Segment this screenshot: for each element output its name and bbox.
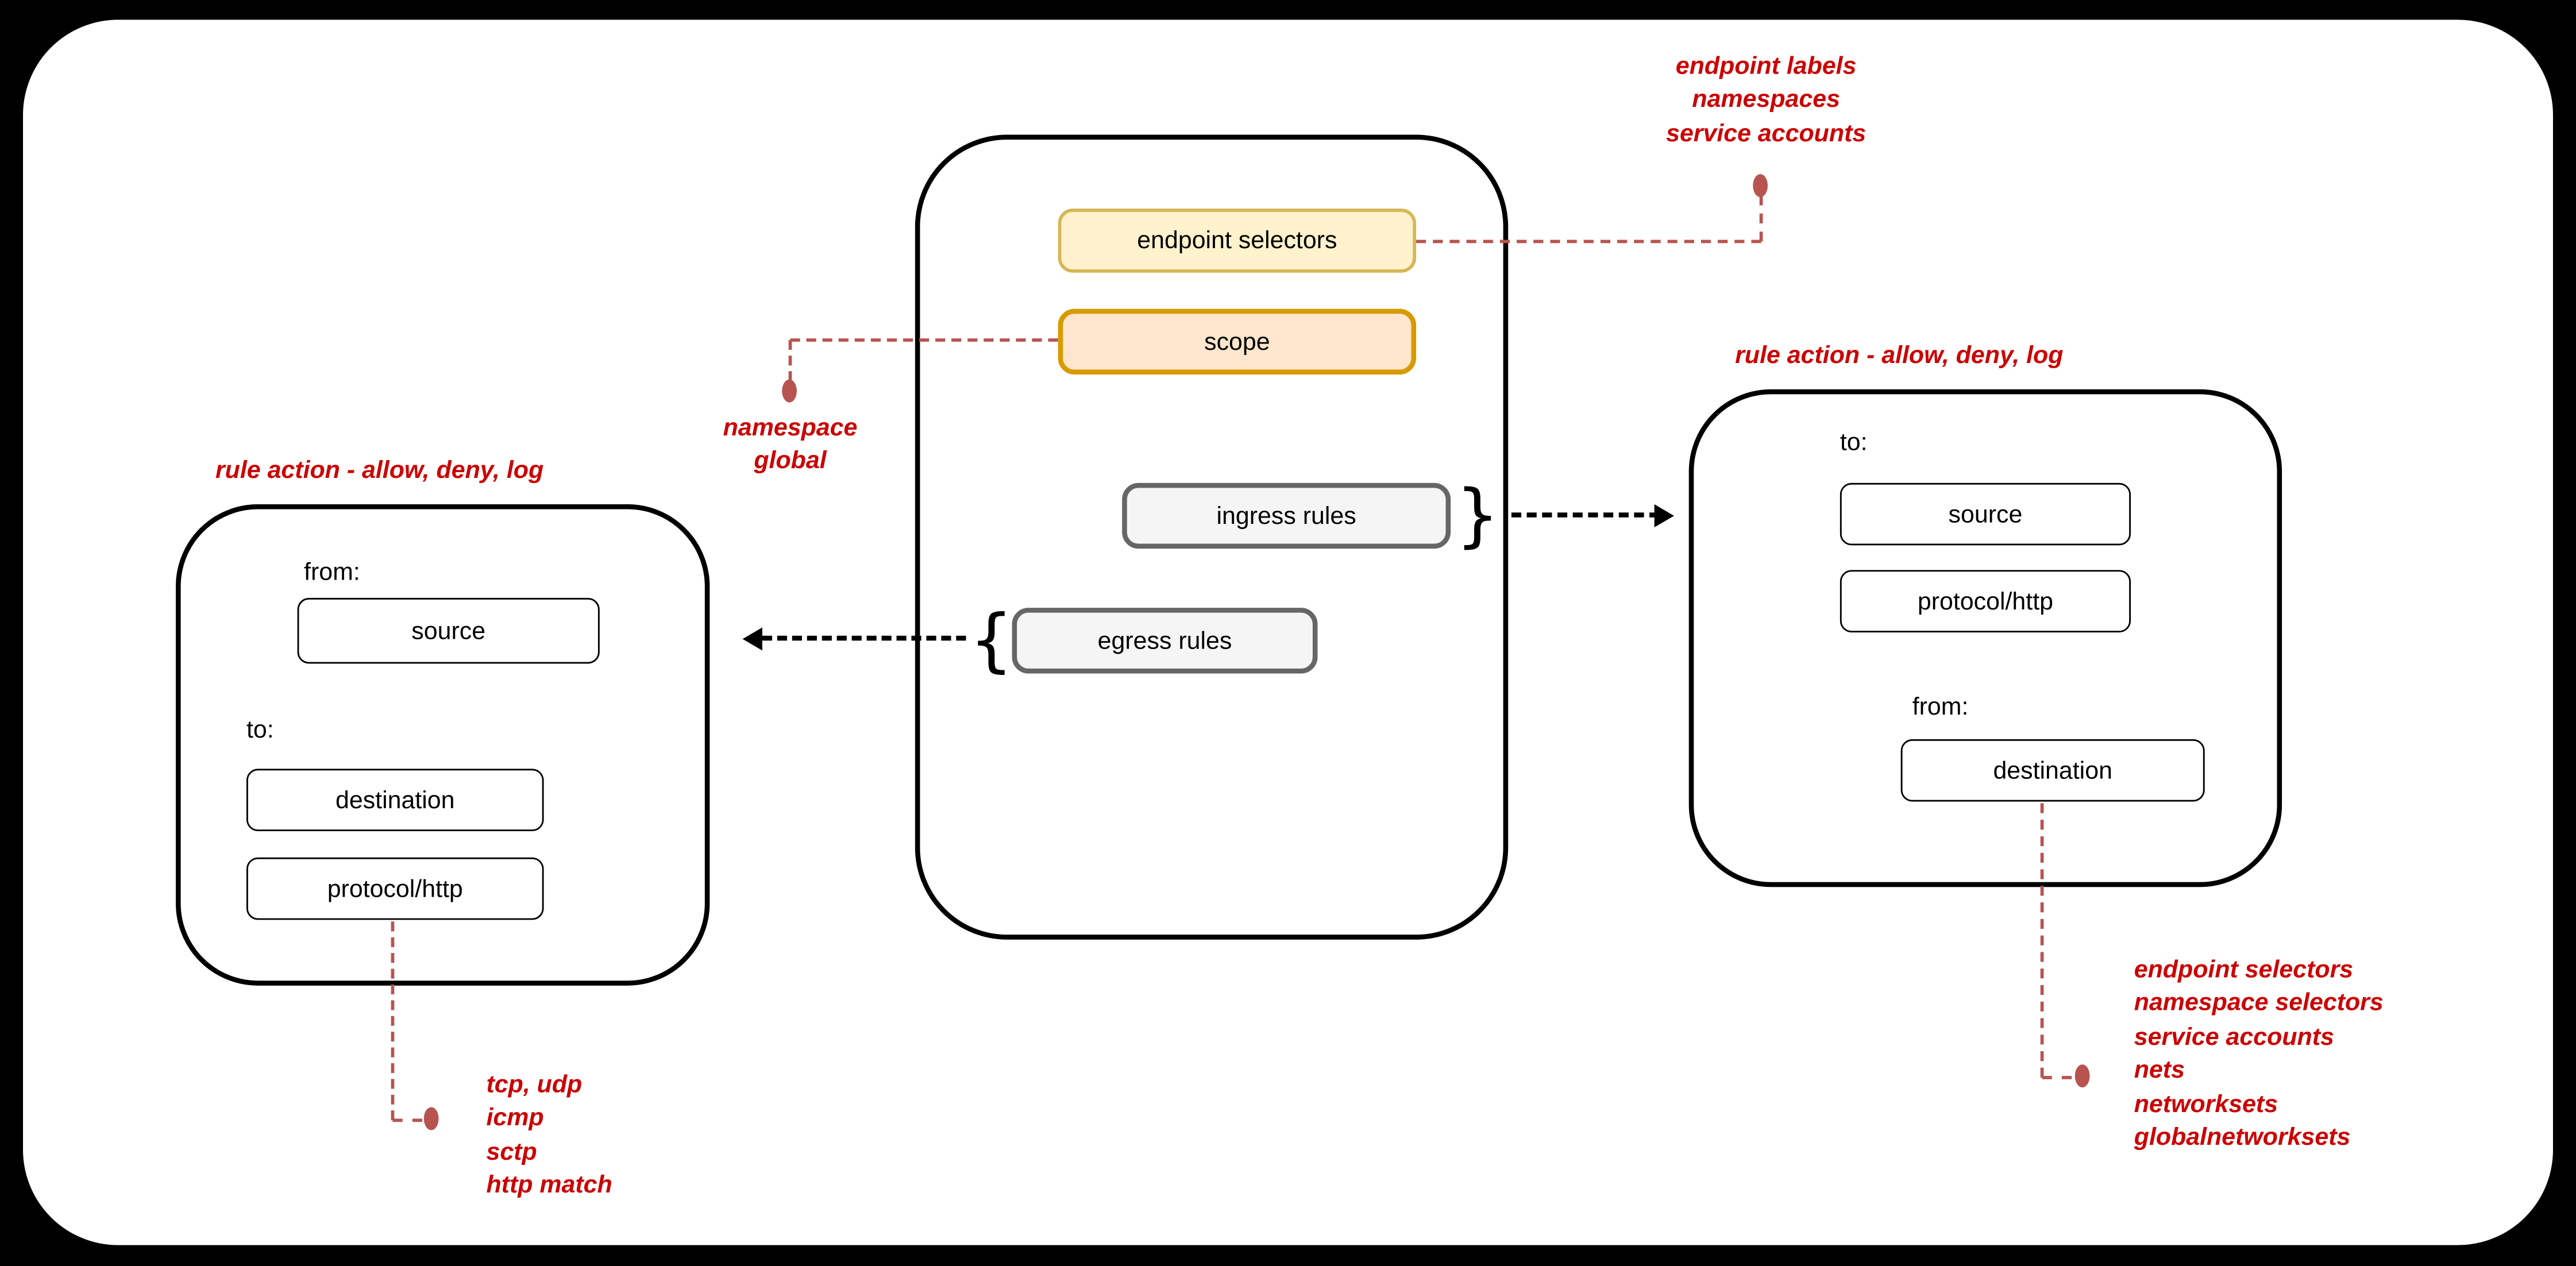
left-protocol-node: protocol/http <box>246 857 544 920</box>
destination-note: endpoint selectors namespace selectors s… <box>2134 954 2384 1155</box>
ingress-arrow-line <box>1511 512 1660 518</box>
destination-note-line: nets <box>2134 1056 2185 1085</box>
right-destination-node: destination <box>1900 739 2205 802</box>
destination-note-connector-h <box>2042 1076 2072 1079</box>
destination-note-dot-icon <box>2074 1064 2090 1088</box>
scope-note-dot-icon <box>782 379 797 403</box>
endpoint-selectors-node: endpoint selectors <box>1058 209 1417 273</box>
arrowhead-right-icon <box>1654 504 1675 527</box>
destination-note-line: endpoint selectors <box>2134 956 2354 984</box>
scope-note-connector-v <box>788 339 792 381</box>
protocol-note-line: icmp <box>486 1104 544 1133</box>
scope-note-connector-h <box>790 338 1058 342</box>
protocol-note-connector-h <box>392 1118 422 1122</box>
right-from-label: from: <box>1912 693 1969 721</box>
left-destination-label: destination <box>336 786 455 814</box>
left-source-label: source <box>411 616 486 645</box>
ingress-rule-container <box>1688 389 2282 887</box>
right-rule-title: rule action - allow, deny, log <box>1735 341 2064 370</box>
egress-rules-label: egress rules <box>1097 626 1232 655</box>
destination-note-line: namespace selectors <box>2134 989 2384 1018</box>
left-source-node: source <box>297 597 600 664</box>
endpoint-note-dot-icon <box>1753 174 1768 198</box>
destination-note-line: networksets <box>2134 1090 2278 1118</box>
endpoint-note-connector-v <box>1759 195 1763 242</box>
scope-note-line: namespace <box>723 414 858 442</box>
endpoint-note-line: service accounts <box>1666 119 1867 148</box>
endpoint-selectors-label: endpoint selectors <box>1137 226 1337 255</box>
scope-note: namespace global <box>695 412 886 480</box>
right-protocol-node: protocol/http <box>1840 570 2131 632</box>
protocol-note-line: tcp, udp <box>486 1071 583 1099</box>
left-protocol-label: protocol/http <box>327 874 463 903</box>
right-destination-label: destination <box>1993 756 2112 785</box>
ingress-rules-label: ingress rules <box>1216 501 1356 530</box>
egress-arrow-line <box>762 635 966 641</box>
scope-note-line: global <box>754 447 827 476</box>
right-source-label: source <box>1948 500 2023 528</box>
arrowhead-left-icon <box>742 627 762 651</box>
protocol-note-connector-v <box>391 921 395 1121</box>
egress-brace: { <box>969 599 1013 680</box>
scope-node: scope <box>1058 308 1417 375</box>
destination-note-connector-v <box>2040 803 2044 1078</box>
endpoint-note-line: endpoint labels <box>1675 52 1857 81</box>
scope-label: scope <box>1204 327 1270 356</box>
ingress-brace: } <box>1455 474 1500 555</box>
left-rule-title: rule action - allow, deny, log <box>215 456 544 485</box>
right-to-label: to: <box>1840 429 1868 457</box>
endpoint-note-line: namespaces <box>1692 86 1840 114</box>
protocol-note-dot-icon <box>423 1107 439 1130</box>
right-source-node: source <box>1840 483 2131 546</box>
protocol-note: tcp, udp icmp sctp http match <box>486 1070 612 1203</box>
egress-rules-node: egress rules <box>1012 608 1318 674</box>
ingress-rules-node: ingress rules <box>1122 483 1451 549</box>
endpoint-note: endpoint labels namespaces service accou… <box>1602 51 1930 152</box>
left-to-label: to: <box>246 716 274 744</box>
protocol-note-line: http match <box>486 1171 612 1200</box>
protocol-note-line: sctp <box>486 1138 537 1166</box>
destination-note-line: service accounts <box>2134 1023 2334 1051</box>
endpoint-note-connector-h <box>1416 240 1761 244</box>
left-from-label: from: <box>304 558 360 586</box>
right-protocol-label: protocol/http <box>1917 587 2053 615</box>
left-destination-node: destination <box>246 769 544 832</box>
destination-note-line: globalnetworksets <box>2134 1124 2351 1152</box>
